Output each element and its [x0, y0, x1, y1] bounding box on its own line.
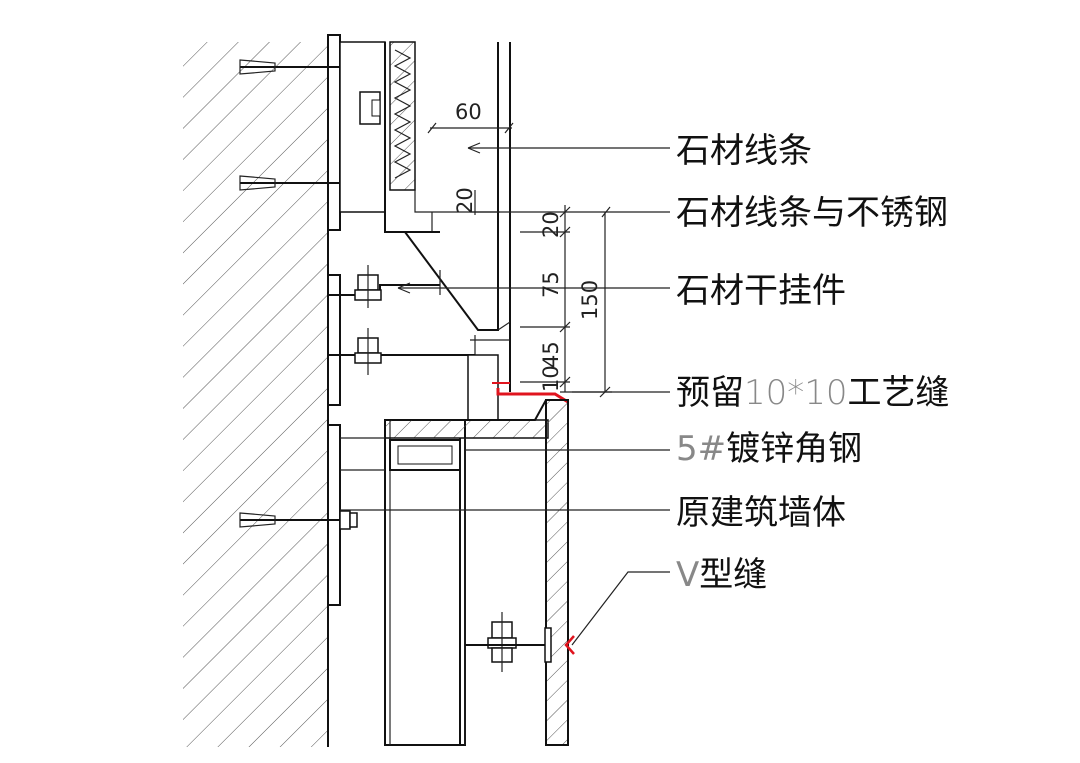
building-wall [183, 42, 329, 747]
label-stone-molding-steel: 石材线条与不锈钢 [676, 193, 948, 233]
lower-stone-panel [465, 399, 569, 746]
angle-prefix: 5# [676, 429, 726, 469]
stone-molding [384, 42, 511, 392]
label-stone-molding: 石材线条 [676, 131, 812, 171]
label-v-joint: V型缝 [676, 555, 767, 595]
dim-150: 150 [578, 280, 602, 320]
dim-75: 75 [539, 271, 563, 298]
middle-stone [467, 354, 499, 421]
dim-20-horizontal: 20 [453, 187, 477, 214]
leader-lines [340, 142, 670, 646]
v-prefix: V [676, 555, 699, 595]
dim-10: 10 [539, 365, 563, 392]
label-reserved-joint: 预留10*10工艺缝 [676, 373, 950, 413]
dim-45: 45 [539, 341, 563, 368]
dim-20-vertical: 20 [539, 211, 563, 238]
dry-hanger-2 [328, 328, 476, 375]
reserved-joint-mark [492, 382, 569, 404]
anchor-bolt-3 [239, 510, 358, 530]
angle-suffix: 镀锌角钢 [726, 429, 862, 469]
label-building-wall: 原建筑墙体 [676, 493, 846, 533]
reserved-joint-suffix: 工艺缝 [848, 373, 950, 413]
v-joint-mark [564, 635, 575, 655]
lower-bolt [465, 612, 552, 672]
dim-60: 60 [455, 100, 482, 124]
upper-stone-panel [389, 41, 416, 191]
reserved-joint-prefix: 预留 [676, 373, 744, 413]
label-dry-hanger: 石材干挂件 [676, 271, 846, 311]
upper-bracket [339, 41, 386, 230]
embed-plates [327, 34, 341, 606]
dry-hanger-1 [328, 265, 441, 308]
reserved-joint-size: 10*10 [744, 373, 848, 413]
v-suffix: 型缝 [699, 555, 767, 595]
lower-steel-frame [340, 419, 549, 746]
label-galvanized-angle: 5#镀锌角钢 [676, 429, 862, 469]
